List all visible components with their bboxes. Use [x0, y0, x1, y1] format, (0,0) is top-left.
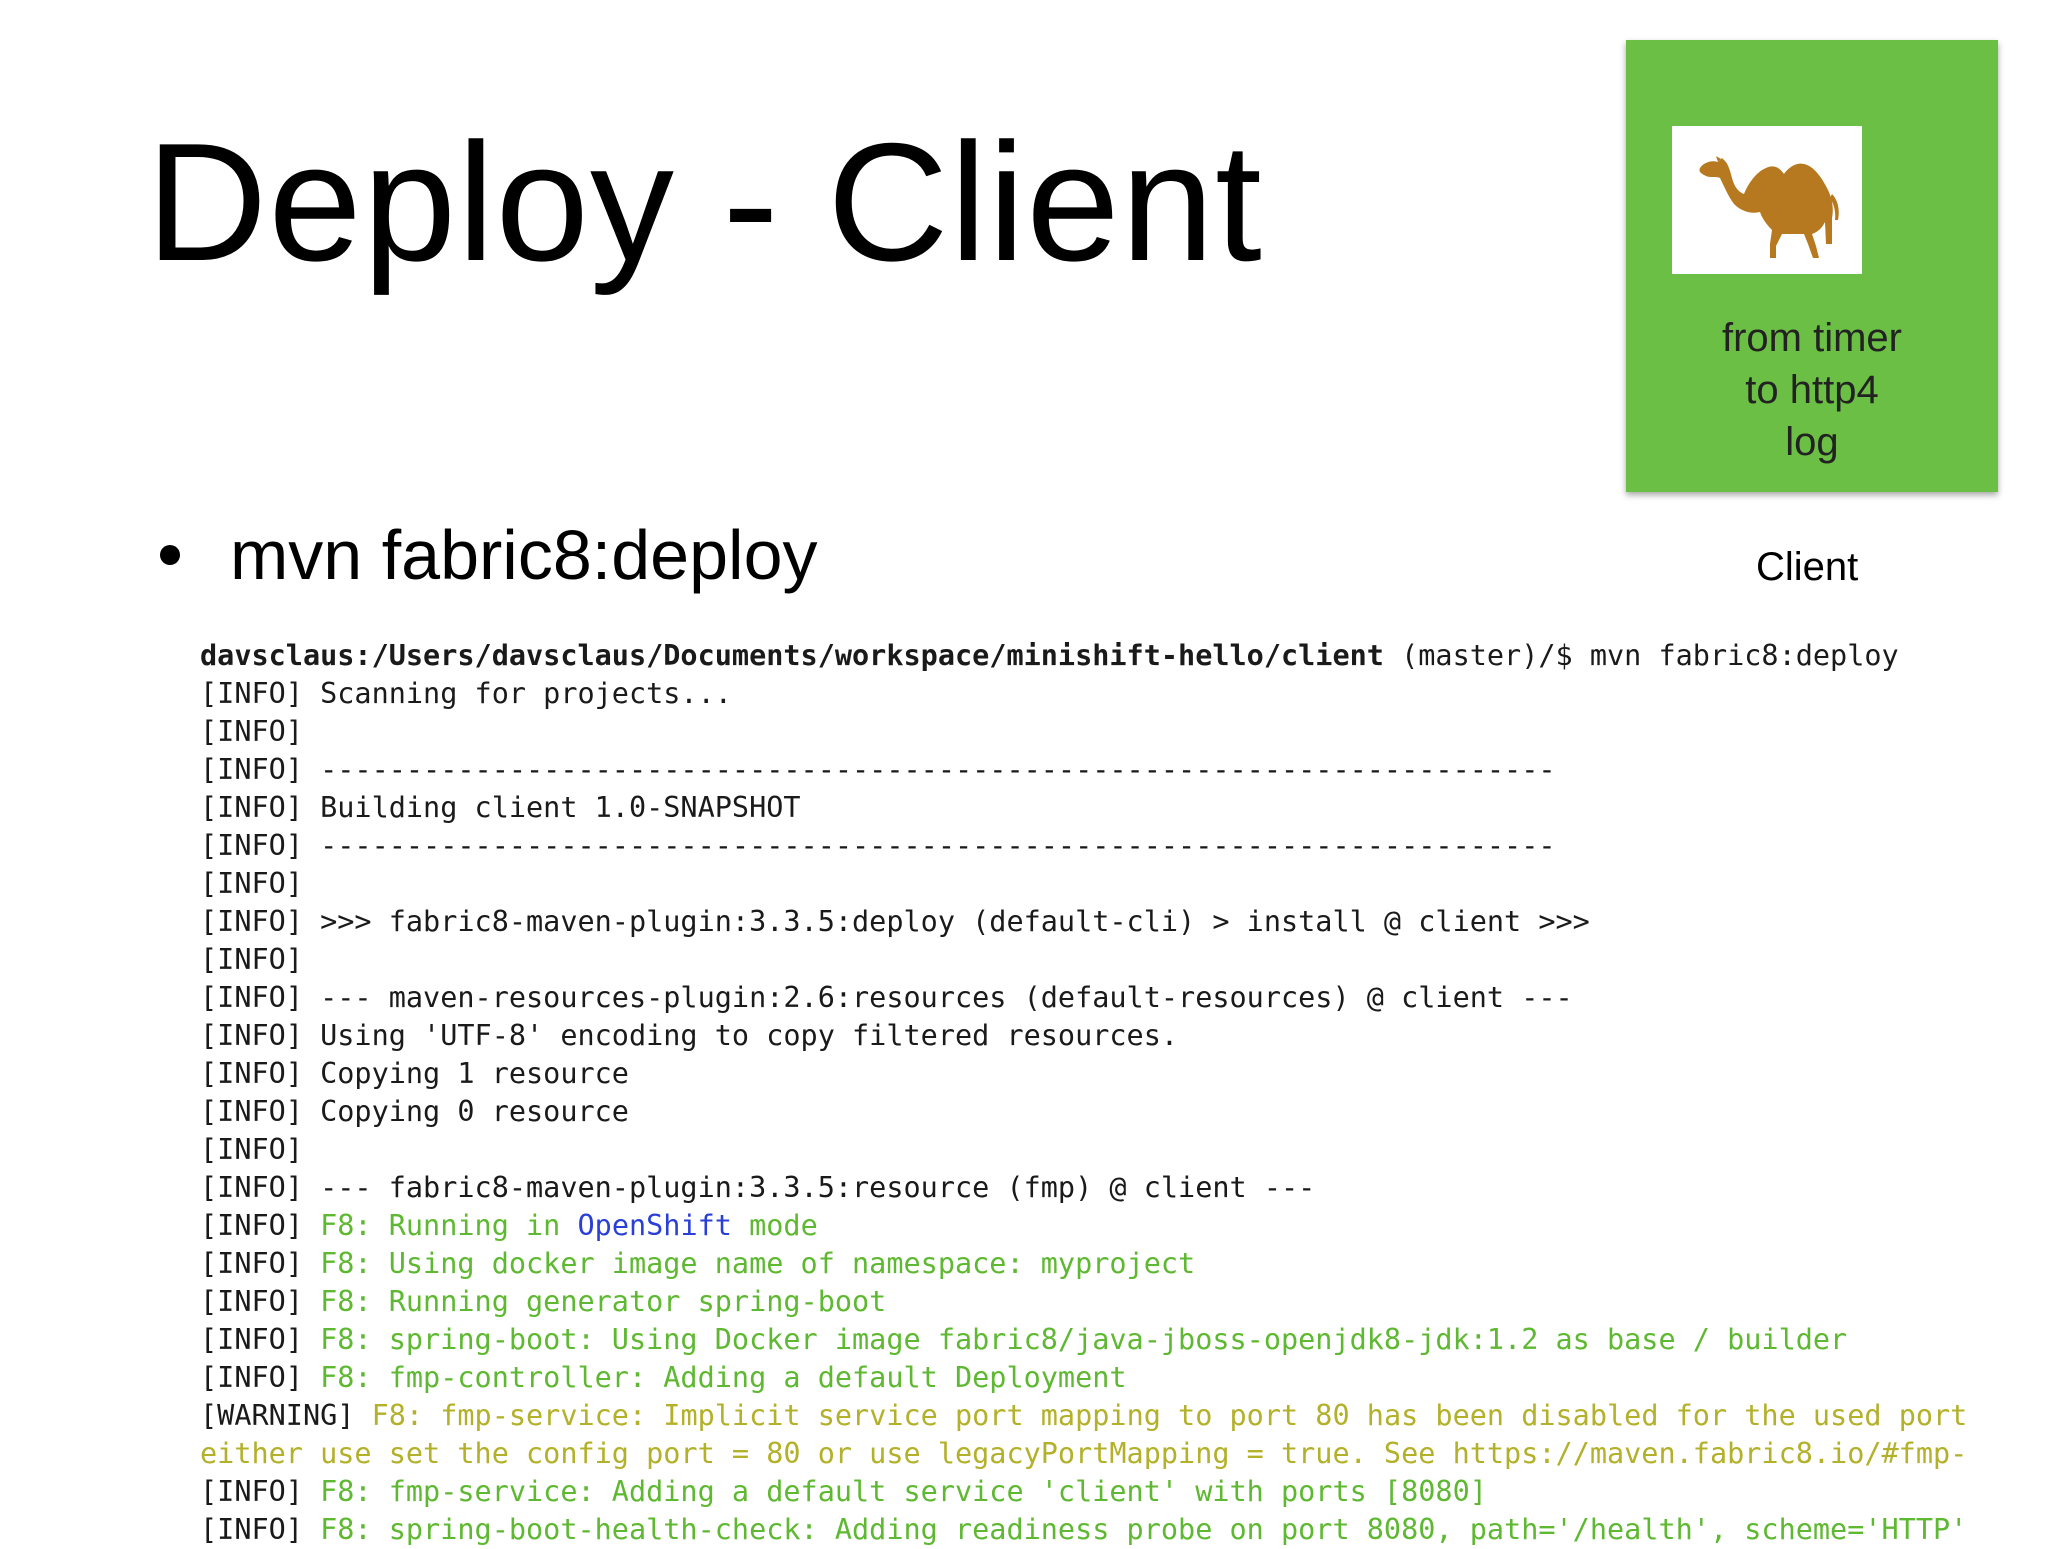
terminal-line-f8: [INFO] F8: Using docker image name of na… — [200, 1245, 1850, 1283]
terminal-line: [INFO] >>> fabric8-maven-plugin:3.3.5:de… — [200, 905, 1590, 938]
log-level: [INFO] — [200, 1323, 321, 1356]
log-level: [INFO] — [200, 1361, 321, 1394]
terminal-line-f8: [INFO] F8: fmp-service: Adding a default… — [200, 1473, 1850, 1511]
f8-highlight: OpenShift — [577, 1209, 732, 1242]
f8-message: F8: fmp-service: Adding a default servic… — [320, 1475, 1487, 1508]
slide-title: Deploy - Client — [146, 108, 1263, 296]
terminal-line-f8: [INFO] F8: Running in OpenShift mode — [200, 1207, 1850, 1245]
f8-message: F8: spring-boot: Using Docker image fabr… — [320, 1323, 1848, 1356]
caption-line: to http4 — [1745, 368, 1879, 412]
caption-line: from timer — [1722, 316, 1902, 360]
bullet-dot-icon — [160, 545, 180, 565]
terminal-line: [INFO] --- maven-resources-plugin:2.6:re… — [200, 981, 1573, 1014]
terminal-line: [INFO] ---------------------------------… — [200, 829, 1556, 862]
terminal-line-f8: [INFO] F8: spring-boot-health-check: Add… — [200, 1511, 1967, 1549]
logo-box — [1672, 126, 1862, 274]
terminal-line: [INFO] ---------------------------------… — [200, 753, 1556, 786]
terminal-line: [INFO] Copying 0 resource — [200, 1095, 629, 1128]
prompt-path: davsclaus:/Users/davsclaus/Documents/wor… — [200, 639, 1384, 672]
client-label: Client — [1756, 545, 1859, 589]
f8-message: F8: Running in — [320, 1209, 578, 1242]
prompt-command: (master)/$ mvn fabric8:deploy — [1383, 639, 1899, 672]
f8-message: F8: Using docker image name of namespace… — [320, 1247, 1196, 1280]
log-level: [INFO] — [200, 1475, 321, 1508]
terminal-line: [INFO] Copying 1 resource — [200, 1057, 629, 1090]
badge-caption: from timer to http4 log — [1626, 312, 1998, 468]
terminal-line: [INFO] Using 'UTF-8' encoding to copy fi… — [200, 1019, 1179, 1052]
terminal-output: davsclaus:/Users/davsclaus/Documents/wor… — [200, 637, 1968, 1546]
terminal-line: [INFO] — [200, 715, 303, 748]
log-level: [INFO] — [200, 1247, 321, 1280]
f8-message: F8: spring-boot-health-check: Adding rea… — [320, 1513, 1968, 1546]
log-level: [INFO] — [200, 1209, 321, 1242]
terminal-line-f8: [INFO] F8: spring-boot: Using Docker ima… — [200, 1321, 1850, 1359]
f8-message: F8: Running generator spring-boot — [320, 1285, 887, 1318]
route-badge: from timer to http4 log — [1626, 40, 1998, 492]
log-level: [WARNING] — [200, 1399, 372, 1432]
terminal-line-f8: [INFO] F8: fmp-controller: Adding a defa… — [200, 1359, 1850, 1397]
log-level: [INFO] — [200, 1513, 321, 1546]
terminal-line-warning-cont: either use set the config port = 80 or u… — [200, 1437, 1968, 1470]
bullet-item: mvn fabric8:deploy — [160, 520, 818, 590]
warning-message: F8: fmp-service: Implicit service port m… — [371, 1399, 1968, 1432]
terminal-line: [INFO] — [200, 867, 303, 900]
terminal-prompt-line: davsclaus:/Users/davsclaus/Documents/wor… — [200, 637, 1899, 675]
terminal-line: [INFO] — [200, 1133, 303, 1166]
f8-message: F8: fmp-controller: Adding a default Dep… — [320, 1361, 1127, 1394]
terminal-line-warning: [WARNING] F8: fmp-service: Implicit serv… — [200, 1397, 1967, 1435]
bullet-text: mvn fabric8:deploy — [230, 516, 818, 594]
terminal-line: [INFO] Scanning for projects... — [200, 677, 732, 710]
terminal-line-f8: [INFO] F8: Running generator spring-boot — [200, 1283, 1850, 1321]
terminal-line: [INFO] --- fabric8-maven-plugin:3.3.5:re… — [200, 1171, 1316, 1204]
f8-message: mode — [731, 1209, 818, 1242]
terminal-line: [INFO] Building client 1.0-SNAPSHOT — [200, 791, 801, 824]
camel-icon — [1699, 156, 1839, 258]
caption-line: log — [1785, 420, 1839, 464]
terminal-line: [INFO] — [200, 943, 303, 976]
log-level: [INFO] — [200, 1285, 321, 1318]
